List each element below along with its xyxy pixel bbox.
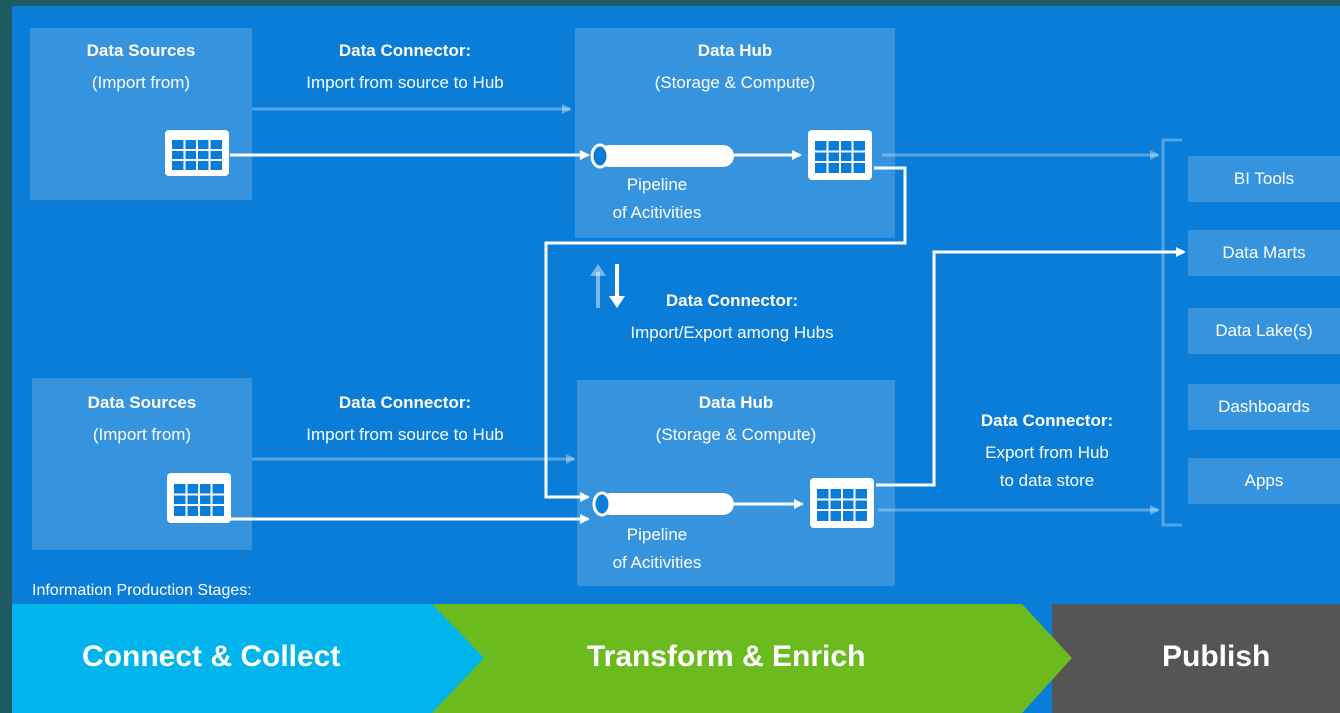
connector-among-title: Data Connector: (665, 291, 799, 310)
sync-arrows-icon (590, 264, 625, 308)
stage-publish-shape (12, 604, 484, 713)
stage-connect-collect: Connect & Collect (82, 640, 341, 673)
data-sources-title-bottom: Data Sources (87, 393, 197, 412)
data-hub-subtitle-bottom: (Storage & Compute) (655, 425, 817, 444)
destination-bi-tools: BI Tools (1188, 156, 1340, 202)
connector-top-text: Import from source to Hub (306, 73, 504, 92)
destination-data-lakes: Data Lake(s) (1188, 308, 1340, 354)
stage-connect-shape (1052, 604, 1340, 713)
line-hub-top-to-hub-bottom (544, 166, 907, 502)
pipeline-icon-bottom (592, 491, 734, 517)
destination-data-marts: Data Marts (1188, 230, 1340, 276)
destinations-bracket (1161, 138, 1182, 527)
connector-export-title: Data Connector: (980, 411, 1114, 430)
connector-bottom-title: Data Connector: (338, 393, 472, 412)
pipeline-icon-top (590, 143, 734, 169)
data-hub-subtitle-top: (Storage & Compute) (654, 73, 816, 92)
destination-dashboards: Dashboards (1188, 384, 1340, 430)
table-icon-source-top (165, 130, 229, 176)
stages-caption: Information Production Stages: (32, 582, 252, 599)
connector-lines (165, 104, 1186, 528)
data-sources-subtitle-top: (Import from) (91, 73, 191, 92)
stage-transform-enrich: Transform & Enrich (587, 640, 866, 673)
table-icon-source-bottom (167, 473, 231, 523)
connector-export-text-1: Export from Hub (985, 443, 1109, 462)
data-sources-subtitle-bottom: (Import from) (92, 425, 192, 444)
table-icon-hub-top (808, 130, 872, 180)
connector-top-title: Data Connector: (338, 41, 472, 60)
pipeline-label-bottom-2: of Acitivities (612, 553, 702, 572)
table-icon-hub-bottom (810, 478, 874, 528)
architecture-diagram: Data Sources (Import from) Data Connecto… (12, 6, 1340, 713)
stage-transform-shape (432, 604, 1072, 713)
pipeline-label-bottom-1: Pipeline (626, 525, 688, 544)
pipeline-label-top-2: of Acitivities (612, 203, 702, 222)
line-hub-bottom-to-destinations (876, 247, 1186, 487)
destination-apps: Apps (1188, 458, 1340, 504)
connector-export-text-2: to data store (999, 471, 1095, 490)
data-hub-title-bottom: Data Hub (698, 393, 774, 412)
pipeline-label-top-1: Pipeline (626, 175, 688, 194)
stage-publish: Publish (1162, 640, 1271, 673)
connector-bottom-text: Import from source to Hub (306, 425, 504, 444)
data-hub-title-top: Data Hub (697, 41, 773, 60)
stages-band (12, 604, 1340, 713)
connector-among-text: Import/Export among Hubs (630, 323, 834, 342)
data-sources-title-top: Data Sources (86, 41, 196, 60)
